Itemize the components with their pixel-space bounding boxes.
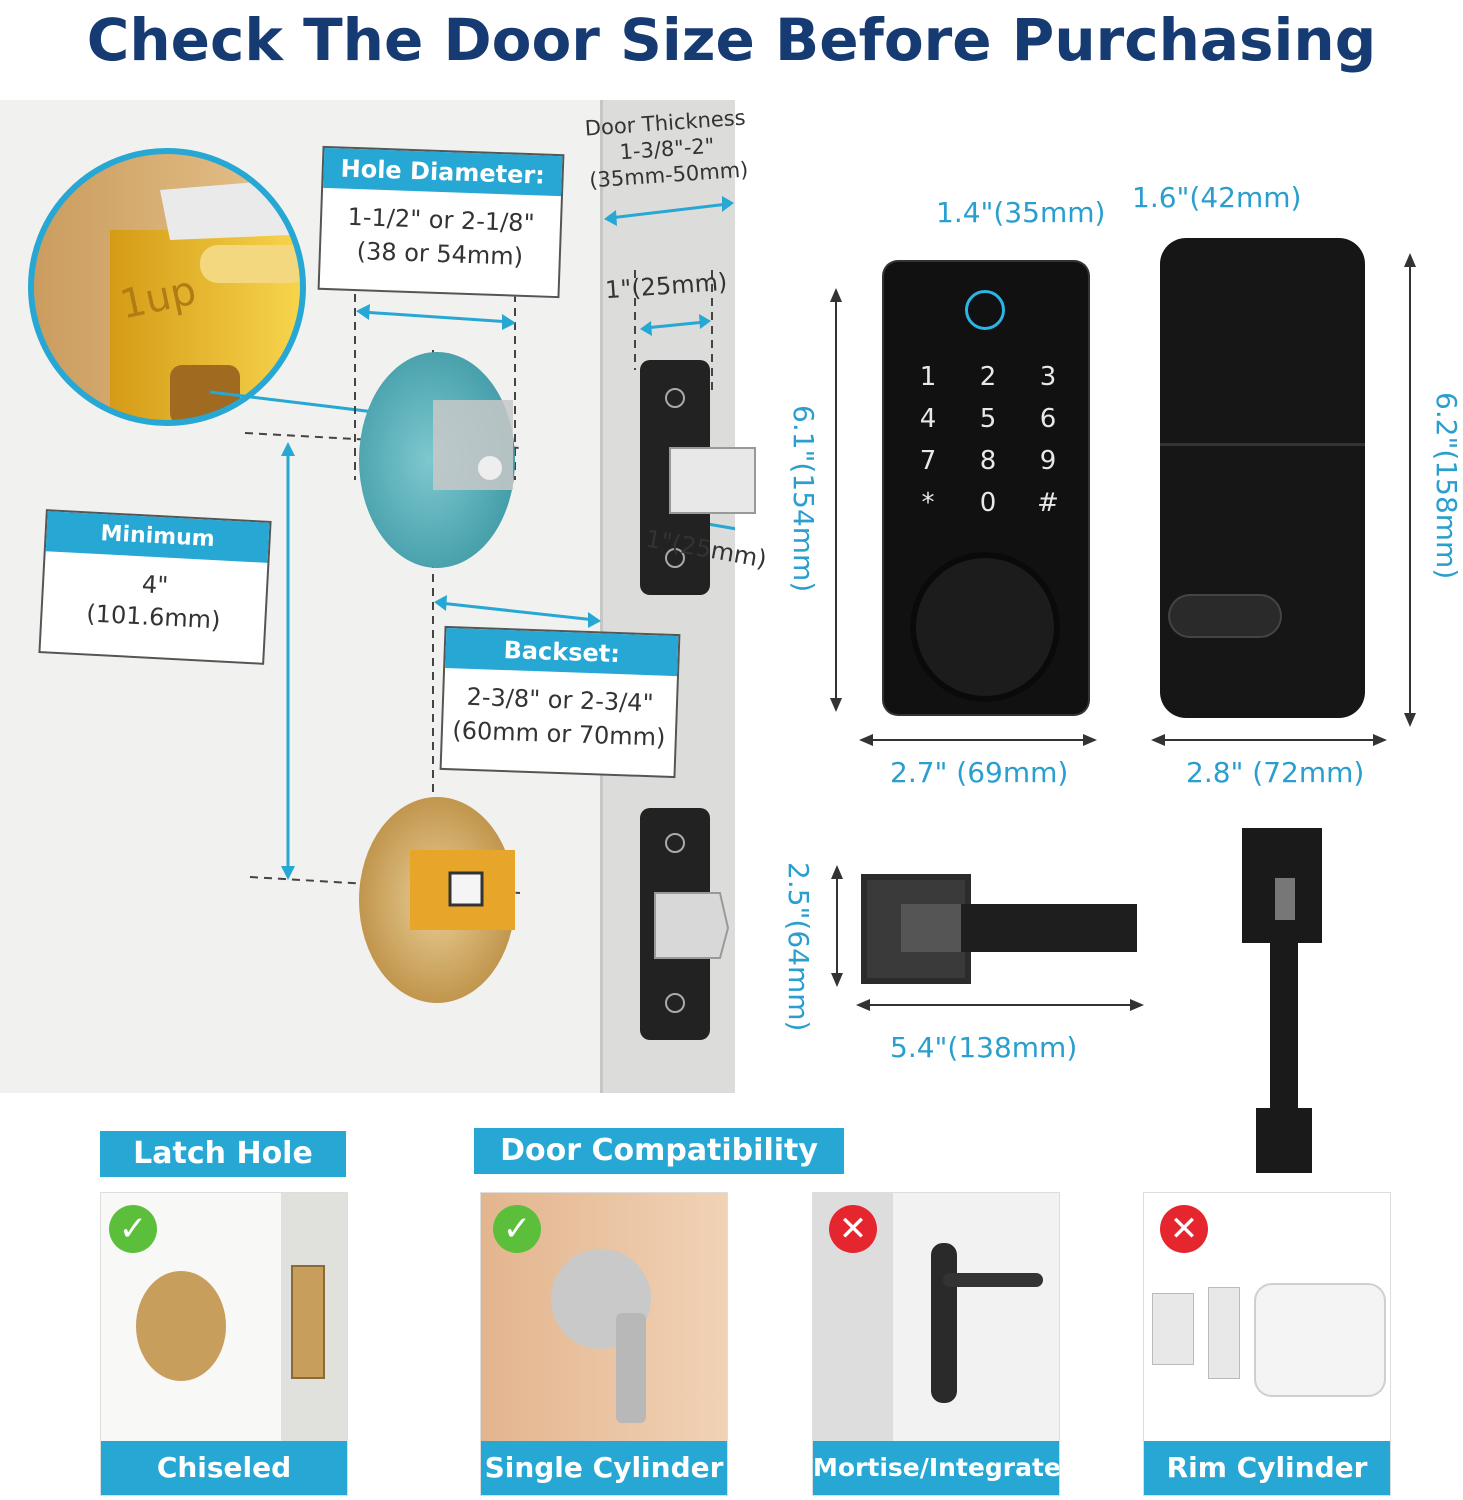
- latch-hole-image: [136, 1271, 226, 1381]
- card-rim-cylinder-label: Rim Cylinder: [1144, 1441, 1390, 1495]
- door-thickness-label: Door Thickness 1-3/8"-2" (35mm-50mm): [570, 103, 765, 194]
- hole-diameter-heading: Hole Diameter:: [323, 147, 563, 197]
- keypad-lock-body: 1 2 3 4 5 6 7 8 9 * 0 #: [884, 262, 1088, 714]
- lever-height: 2.5"(64mm): [782, 862, 815, 1032]
- x-icon: ✕: [829, 1205, 877, 1253]
- lever-handle: [831, 865, 1144, 1011]
- key-hash[interactable]: #: [1037, 488, 1059, 518]
- minimum-distance-label: Minimum Distance: 4" (101.6mm): [38, 509, 272, 665]
- backset-mm: (60mm or 70mm): [451, 716, 666, 752]
- interior-lock-seam: [1160, 443, 1365, 446]
- key-7[interactable]: 7: [919, 446, 937, 476]
- card-single-cylinder: ✓ Single Cylinder: [480, 1192, 728, 1496]
- keypad-lock-height: 6.1"(154mm): [787, 405, 820, 593]
- check-icon: ✓: [109, 1205, 157, 1253]
- keypad-lock-width: 2.7" (69mm): [890, 756, 1069, 789]
- card-mortise-label: Mortise/Integrated: [813, 1441, 1059, 1495]
- minimum-distance-mm: (101.6mm): [85, 599, 222, 635]
- latch-bore-image: [359, 797, 515, 1003]
- mortise-plate-image: [931, 1243, 957, 1403]
- hole-diameter-inches: 1-1/2" or 2-1/8": [347, 202, 536, 238]
- hole-diameter-label: Hole Diameter: 1-1/2" or 2-1/8" (38 or 5…: [317, 145, 565, 299]
- keypad-lock-depth: 1.4"(35mm): [936, 196, 1106, 229]
- rim-lock-image: [1254, 1283, 1386, 1397]
- interior-lock-width: 2.8" (72mm): [1186, 756, 1365, 789]
- key-6[interactable]: 6: [1039, 404, 1057, 434]
- door-compatibility-tab: Door Compatibility: [474, 1128, 844, 1174]
- check-icon: ✓: [493, 1205, 541, 1253]
- backset-heading: Backset:: [445, 627, 679, 677]
- key-8[interactable]: 8: [979, 446, 997, 476]
- minimum-distance-heading: Minimum Distance:: [45, 511, 270, 592]
- page-title: Check The Door Size Before Purchasing: [86, 6, 1377, 74]
- interior-lock-body: [1160, 238, 1365, 718]
- thumb-turn[interactable]: [1170, 596, 1280, 636]
- interior-lock-height: 6.2"(158mm): [1430, 392, 1463, 580]
- card-chiseled-label: Chiseled: [101, 1441, 347, 1495]
- key-star[interactable]: *: [921, 488, 935, 518]
- interior-lock-depth: 1.6"(42mm): [1132, 181, 1302, 214]
- deadbolt-plate: [640, 360, 756, 595]
- hole-diameter-mm: (38 or 54mm): [356, 237, 524, 271]
- lever-length: 5.4"(138mm): [890, 1031, 1078, 1064]
- card-single-cylinder-label: Single Cylinder: [481, 1441, 727, 1495]
- backset-label: Backset: 2-3/8" or 2-3/4" (60mm or 70mm): [439, 625, 681, 779]
- latch-plate: [640, 808, 730, 1040]
- interior-lock-dimensions: [1151, 253, 1416, 746]
- key-5[interactable]: 5: [979, 404, 997, 434]
- key-9[interactable]: 9: [1039, 446, 1057, 476]
- chiseled-edge-image: [291, 1265, 325, 1379]
- latch-hole-tab: Latch Hole: [100, 1131, 346, 1177]
- card-mortise: ✕ Mortise/Integrated: [812, 1192, 1060, 1496]
- card-rim-cylinder: ✕ Rim Cylinder: [1143, 1192, 1391, 1496]
- key-image: [616, 1313, 646, 1423]
- card-chiseled: ✓ Chiseled: [100, 1192, 348, 1496]
- latch-zoom-circle: [28, 148, 306, 426]
- key-1[interactable]: 1: [919, 362, 937, 392]
- handleset: [1242, 828, 1322, 1173]
- key-4[interactable]: 4: [919, 404, 937, 434]
- key-2[interactable]: 2: [979, 362, 997, 392]
- bore-hole-image: [359, 352, 515, 568]
- fingerprint-sensor-icon[interactable]: [965, 290, 1005, 330]
- x-icon: ✕: [1160, 1205, 1208, 1253]
- mortise-lever-image: [943, 1273, 1043, 1287]
- key-cylinder-knob[interactable]: [910, 552, 1060, 702]
- key-3[interactable]: 3: [1039, 362, 1057, 392]
- keypad-lock-dimensions: [830, 288, 1097, 746]
- keypad: 1 2 3 4 5 6 7 8 9 * 0 #: [908, 362, 1068, 530]
- backset-inches: 2-3/8" or 2-3/4": [466, 682, 655, 718]
- key-0[interactable]: 0: [979, 488, 997, 518]
